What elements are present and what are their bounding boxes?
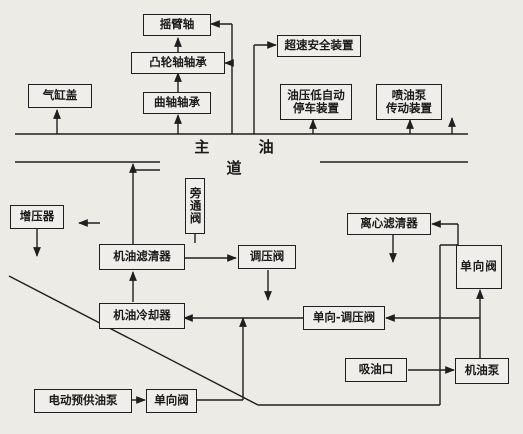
jet-pump-drive-line2: 传动装置 [386,101,432,115]
diagonal-sump [8,275,259,406]
oil-pump-box: 机油泵 [455,358,509,384]
turbocharger-box: 增压器 [10,205,64,229]
low-pressure-stop-line2: 停车装置 [293,101,339,115]
oil-inlet-box: 吸油口 [345,358,407,382]
check-pressure-valve-box: 单向-调压阀 [303,306,385,330]
jet-pump-drive-box: 喷油泵 传动装置 [376,84,442,120]
low-pressure-stop-box: 油压低自动 停车装置 [280,84,352,120]
check-valve-right-box: 单向阀 [456,245,502,289]
main-oil-gallery-label: 主 油 道 [160,136,320,178]
crank-bearing-box: 曲轴轴承 [143,92,211,114]
rocker-shaft-box: 摇臂轴 [143,14,211,36]
oil-cooler-box: 机油冷却器 [99,303,185,329]
bypass-valve-box: 旁通阀 [185,178,205,234]
electric-prelube-pump-box: 电动预供油泵 [34,389,132,413]
jet-pump-drive-line1: 喷油泵 [391,87,427,102]
pressure-regulator-box: 调压阀 [238,245,296,269]
overspeed-safety-box: 超速安全装置 [277,35,361,57]
low-pressure-stop-line1: 油压低自动 [287,87,345,102]
cam-bearing-box: 凸轮轴轴承 [131,52,225,74]
check-valve-bottom-box: 单向阀 [146,389,197,413]
centrifugal-filter-box: 离心滤清器 [347,213,431,235]
oil-filter-box: 机油滤清器 [99,244,185,270]
cylinder-head-box: 气缸盖 [28,84,92,108]
